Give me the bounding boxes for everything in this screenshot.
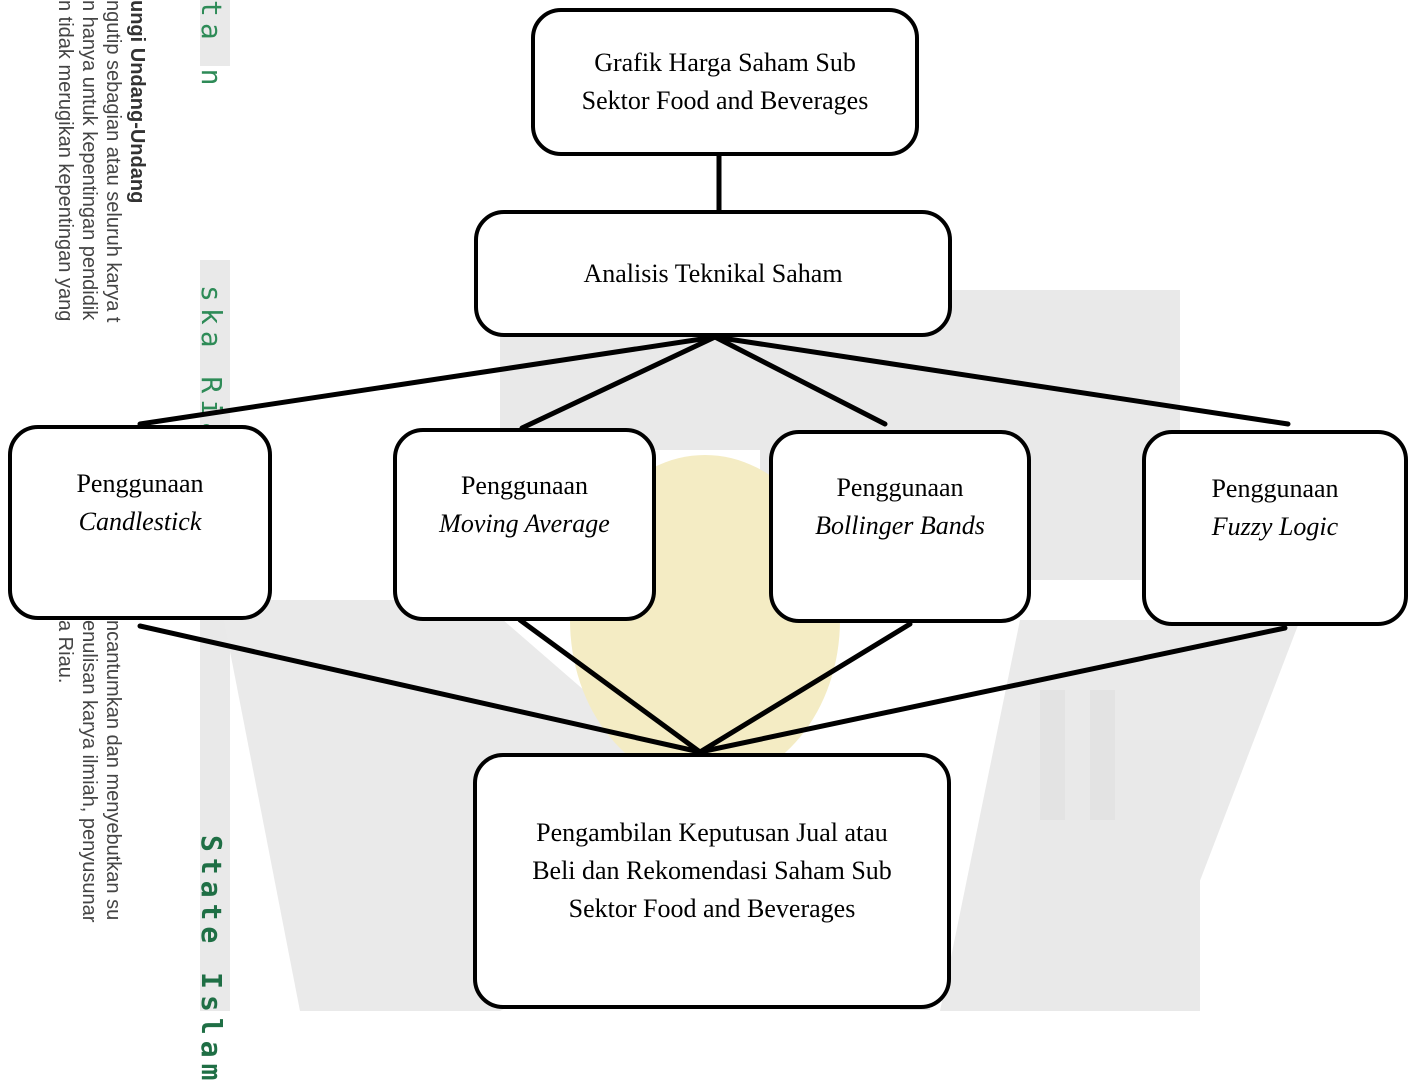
box-technical-analysis: Analisis Teknikal Saham [474,210,952,337]
box-technical-analysis-label: Analisis Teknikal Saham [583,258,843,288]
connector-lines [137,153,1291,755]
box-method-fuzzy-logic: Penggunaan Fuzzy Logic [1142,430,1408,626]
connector-candlestick-to-decision [137,623,703,755]
method-prefix: Penggunaan [1211,474,1339,503]
method-name: Fuzzy Logic [1211,512,1339,541]
box-decision-recommendation: Pengambilan Keputusan Jual atau Beli dan… [473,753,951,1009]
box-method-bollinger-bands: Penggunaan Bollinger Bands [769,430,1031,623]
box-stock-price-chart: Grafik Harga Saham Sub Sektor Food and B… [531,8,919,156]
connector-fuzzy-to-decision [697,625,1288,755]
box-decision-line-1: Pengambilan Keputusan Jual atau [536,818,888,847]
method-name: Candlestick [78,506,202,536]
method-name: Moving Average [439,508,610,538]
method-name: Bollinger Bands [815,510,985,540]
method-prefix: Penggunaan [460,470,589,500]
connector-analysis-to-moving-average [519,334,718,431]
connector-analysis-to-fuzzy [712,334,1291,427]
connector-moving-average-to-decision [517,617,703,755]
connector-bollinger-to-decision [697,621,913,755]
connector-analysis-to-bollinger [712,334,888,427]
method-prefix: Penggunaan [836,472,964,502]
box-stock-price-chart-line-2: Sektor Food and Beverages [581,86,869,115]
box-method-candlestick: Penggunaan Candlestick [8,425,272,620]
box-decision-line-2: Beli dan Rekomendasi Saham Sub [532,856,892,885]
box-method-moving-average: Penggunaan Moving Average [393,428,656,621]
box-decision-line-3: Sektor Food and Beverages [568,894,856,923]
method-prefix: Penggunaan [76,468,204,498]
connector-analysis-to-candlestick [137,334,718,427]
box-stock-price-chart-line-1: Grafik Harga Saham Sub [594,48,856,77]
